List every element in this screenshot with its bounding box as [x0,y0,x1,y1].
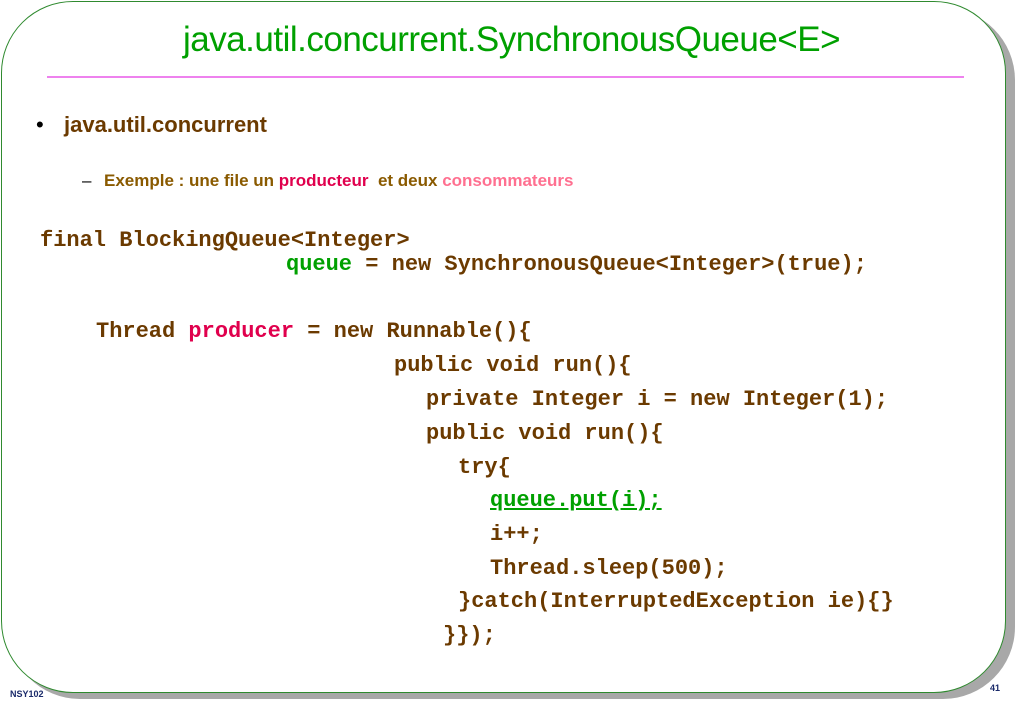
code-line-10: Thread.sleep(500); [490,556,728,581]
title-divider [47,76,964,78]
sub-bullet-text-1: Exemple : une file un [104,171,279,190]
code-line-3-a: Thread [96,319,189,344]
code-line-2-rest: = new SynchronousQueue<Integer>(true); [352,252,867,277]
sub-bullet-highlight-producer: producteur [278,171,369,190]
code-line-3-b: = new Runnable(){ [294,319,532,344]
bullet-marker: • [36,112,44,137]
code-line-4: public void run(){ [394,353,632,378]
code-line-9: i++; [490,522,543,547]
code-line-8: queue.put(i); [490,488,662,513]
code-line-11: }catch(InterruptedException ie){} [458,589,894,614]
sub-bullet-item: –Exemple : une file un producteur et deu… [82,171,574,191]
code-queue-var: queue [286,252,353,277]
sub-bullet-highlight-consumers: consommateurs [442,171,574,190]
sub-bullet-text-2: et deux [368,171,443,190]
bullet-item: • java.util.concurrent [36,112,267,138]
code-line-7: try{ [458,455,511,480]
footer-course: NSY102 [10,689,44,699]
slide-frame [1,1,1006,693]
code-line-12: }}); [443,623,496,648]
bullet-text: java.util.concurrent [64,112,267,137]
code-line-3: Thread producer = new Runnable(){ [96,321,532,343]
code-line-6: public void run(){ [426,421,664,446]
code-line-1: final BlockingQueue<Integer> [40,228,410,253]
code-producer-var: producer [188,319,295,344]
slide-title: java.util.concurrent.SynchronousQueue<E> [182,20,841,59]
code-line-2: queue = new SynchronousQueue<Integer>(tr… [286,254,867,276]
code-line-5: private Integer i = new Integer(1); [426,387,889,412]
footer-page-number: 41 [990,683,1001,693]
sub-bullet-dash: – [82,171,92,190]
